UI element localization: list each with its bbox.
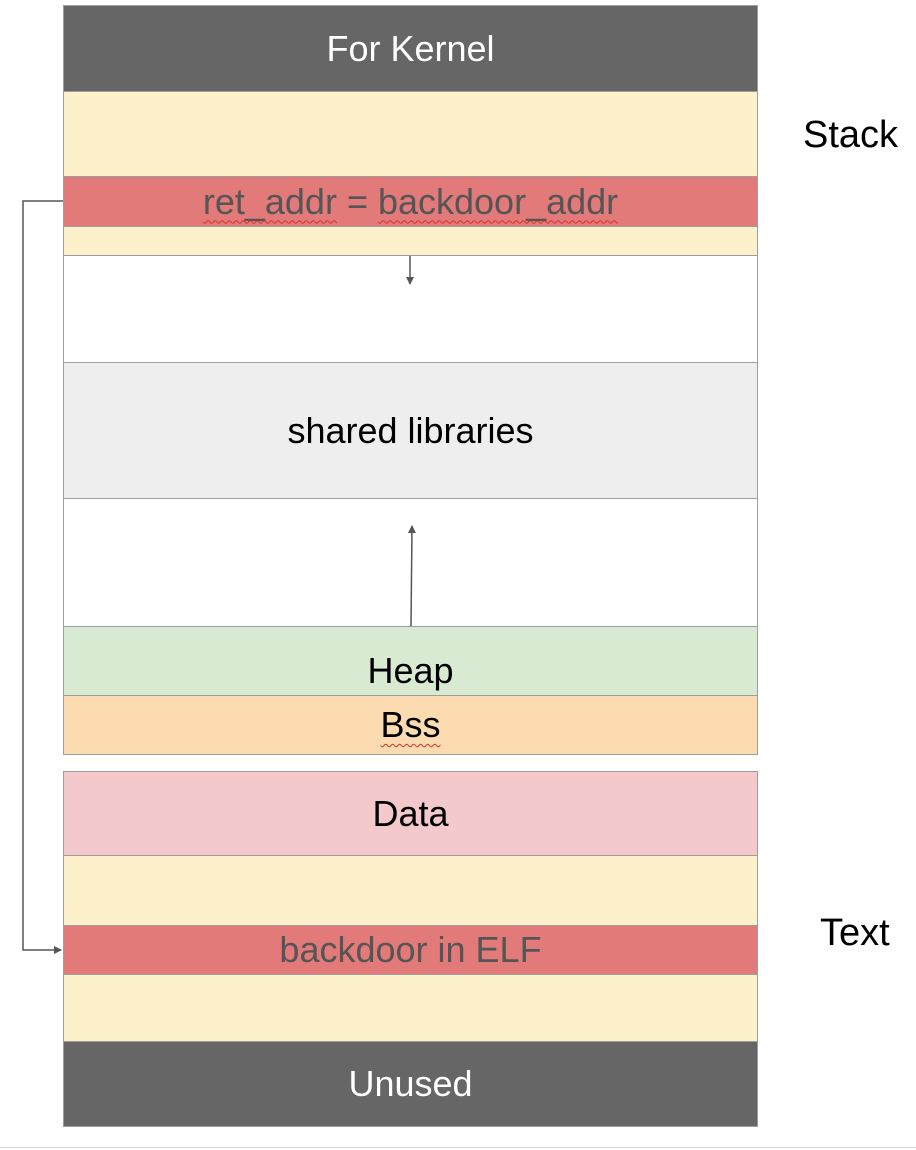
kernel-segment: For Kernel — [63, 5, 758, 92]
ret-addr-label: ret_addr = backdoor_addr — [203, 181, 618, 223]
backdoor-segment: backdoor in ELF — [63, 925, 758, 975]
stack-side-label: Stack — [803, 114, 899, 156]
ret-addr-name: ret_addr — [202, 180, 337, 222]
heap-segment: Heap — [63, 626, 758, 696]
data-segment: Data — [63, 771, 758, 856]
redirect-arrow — [22, 200, 63, 954]
text-segment-top — [63, 855, 758, 926]
stack-segment-bottom — [63, 226, 758, 256]
backdoor-addr-name: backdoor_addr — [377, 180, 619, 222]
text-segment-bottom — [63, 974, 758, 1042]
ret-addr-segment: ret_addr = backdoor_addr — [63, 176, 758, 227]
bss-label: Bss — [380, 704, 441, 745]
heap-label: Heap — [367, 650, 454, 691]
bss-segment: Bss — [63, 695, 758, 755]
bottom-divider — [0, 1147, 916, 1148]
text-side-label: Text — [820, 912, 890, 954]
kernel-label: For Kernel — [326, 27, 495, 69]
unused-segment: Unused — [63, 1041, 758, 1127]
data-label: Data — [372, 792, 449, 834]
unused-label: Unused — [348, 1063, 473, 1104]
heap-growth-arrow — [407, 525, 416, 627]
shared-libraries-segment: shared libraries — [63, 362, 758, 499]
ret-addr-equals: = — [336, 180, 378, 222]
backdoor-label: backdoor in ELF — [279, 929, 542, 970]
shared-libraries-label: shared libraries — [287, 409, 534, 451]
